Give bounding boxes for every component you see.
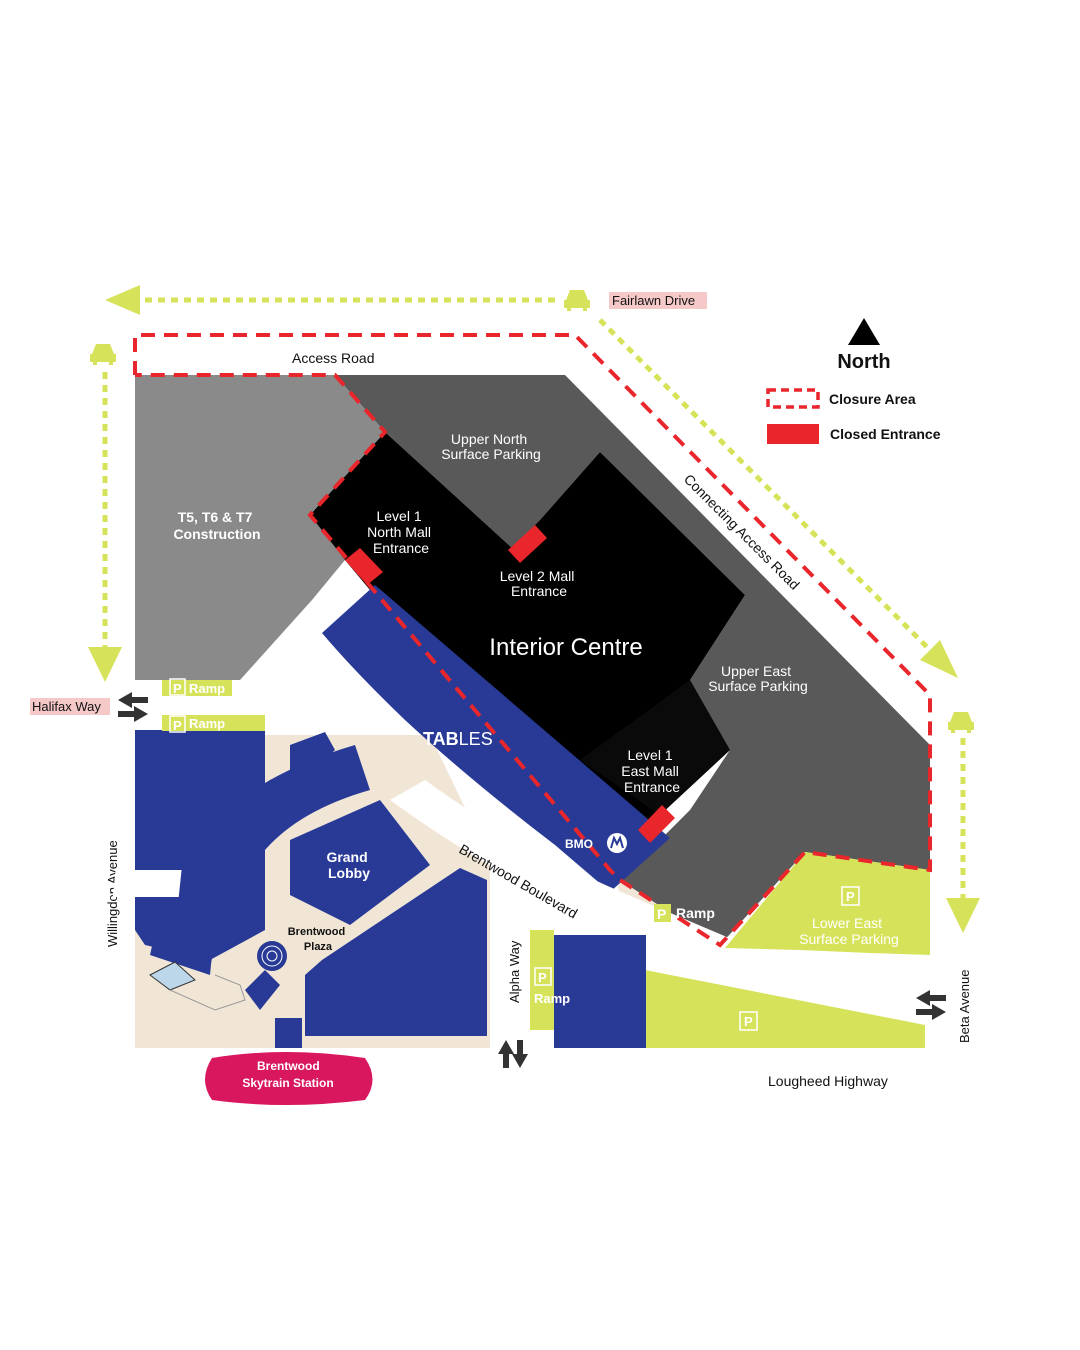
lower-east-parking (725, 852, 930, 955)
tables-label: TABLES (423, 729, 493, 749)
parking-icon (169, 715, 186, 733)
lougheed-parking (645, 970, 925, 1048)
svg-text:Ramp: Ramp (189, 716, 225, 731)
grand-lobby-block (290, 732, 335, 790)
halifax-way-label: Halifax Way (32, 699, 101, 714)
skytrain-station-shape (205, 1052, 373, 1105)
two-way-arrow-icon (118, 692, 148, 722)
parking-icon (654, 904, 671, 922)
upper-east-parking-label: Upper East Surface Parking (708, 663, 808, 694)
grand-lobby-label: Grand Lobby (326, 849, 371, 881)
beta-avenue-label: Beta Avenue (957, 970, 972, 1044)
dark-parking-area (335, 375, 930, 945)
plaza-store-small (245, 970, 280, 1010)
two-way-vertical-arrow-icon (498, 1040, 528, 1068)
connecting-arrow-line (598, 318, 937, 657)
brentwood-plaza-label: Brentwood Plaza (288, 926, 349, 953)
plaza-outline (169, 974, 246, 1011)
svg-text:P: P (173, 681, 182, 696)
alpha-way-label: Alpha Way (507, 940, 522, 1003)
fairlawn-drive-label: Fairlawn Drive (612, 293, 695, 308)
bmo-label: BMO (565, 837, 593, 851)
parking-ramp-east: P Ramp (654, 904, 715, 922)
svg-text:P: P (173, 718, 182, 733)
north-arrow-icon (848, 318, 880, 345)
closed-entrance-legend-label: Closed Entrance (830, 426, 941, 442)
car-icon (948, 712, 974, 733)
closed-entrance-north (345, 548, 383, 585)
arrow-head-west (105, 285, 140, 315)
closure-area-legend-label: Closure Area (829, 391, 916, 407)
parking-icon (841, 886, 860, 906)
skytrain-station-label: Brentwood Skytrain Station (242, 1059, 333, 1090)
north-label: North (837, 351, 890, 373)
svg-text:Ramp: Ramp (534, 991, 570, 1006)
mall-block-alpha (554, 935, 646, 1048)
alpha-way-parking (530, 930, 554, 1030)
closed-entrance-east (638, 805, 675, 843)
fountain-ring (261, 945, 283, 967)
svg-text:P: P (657, 906, 666, 922)
arrow-head-south-willingdon (88, 647, 122, 682)
parking-lower-east: P (841, 886, 860, 906)
closure-area-legend-swatch (766, 388, 820, 409)
upper-north-parking-label: Upper North Surface Parking (441, 431, 541, 462)
parking-ramp-alpha: P Ramp (534, 967, 570, 1006)
parking-ramp-upper: P Ramp (169, 678, 225, 696)
svg-text:P: P (538, 970, 547, 985)
closed-entrance-legend-swatch (767, 424, 819, 444)
car-icon (90, 344, 116, 365)
construction-label: T5, T6 & T7 Construction (173, 509, 260, 542)
bmo-logo-mark (610, 835, 624, 849)
plaza-fountain (257, 941, 287, 971)
lougheed-highway-label: Lougheed Highway (768, 1073, 888, 1089)
london-drugs-logo: LONDON DRUGS (112, 870, 267, 897)
svg-text:P: P (744, 1014, 753, 1029)
plaza-platform (149, 961, 196, 991)
willingdon-avenue-label: Willingdon Avenue (105, 840, 120, 947)
car-icon (564, 290, 590, 311)
london-drugs-curve (150, 745, 370, 975)
grand-lobby (290, 800, 430, 925)
arrow-head-southeast (920, 640, 958, 678)
level1-east-block (580, 680, 730, 815)
interior-centre-label: Interior Centre (489, 634, 642, 661)
svg-text:Ramp: Ramp (189, 681, 225, 696)
level1-north-entrance-label: Level 1 North Mall Entrance (367, 508, 435, 556)
ramp-strip-lower (162, 715, 265, 731)
parking-icon (169, 678, 186, 696)
two-way-arrow-icon (916, 990, 946, 1020)
access-road-label: Access Road (292, 350, 374, 366)
parking-ramp-lower: P Ramp (169, 715, 225, 733)
halifax-label-bg (30, 698, 110, 715)
parking-icon (534, 967, 552, 986)
arrow-head-south-beta (946, 898, 980, 933)
fairlawn-label-bg (609, 292, 707, 309)
construction-area (135, 375, 385, 680)
parking-icon (739, 1011, 758, 1031)
svg-text:P: P (846, 889, 855, 904)
svg-text:Ramp: Ramp (676, 905, 715, 921)
tables-block (322, 585, 670, 892)
closed-entrance-level2 (508, 525, 547, 563)
level2-entrance-label: Level 2 Mall Entrance (500, 568, 579, 599)
svg-text:LONDON DRUGS: LONDON DRUGS (212, 871, 267, 897)
lower-east-parking-label: Lower East Surface Parking (799, 915, 899, 947)
fountain-ring-inner (266, 950, 278, 962)
plaza-store-tiny (275, 1018, 302, 1048)
mall-block-south (305, 868, 487, 1036)
ramp-strip-upper (162, 680, 232, 696)
parking-lougheed: P (739, 1011, 758, 1031)
traffic-arrows (102, 297, 966, 903)
level1-east-entrance-label: Level 1 East Mall Entrance (621, 747, 682, 795)
